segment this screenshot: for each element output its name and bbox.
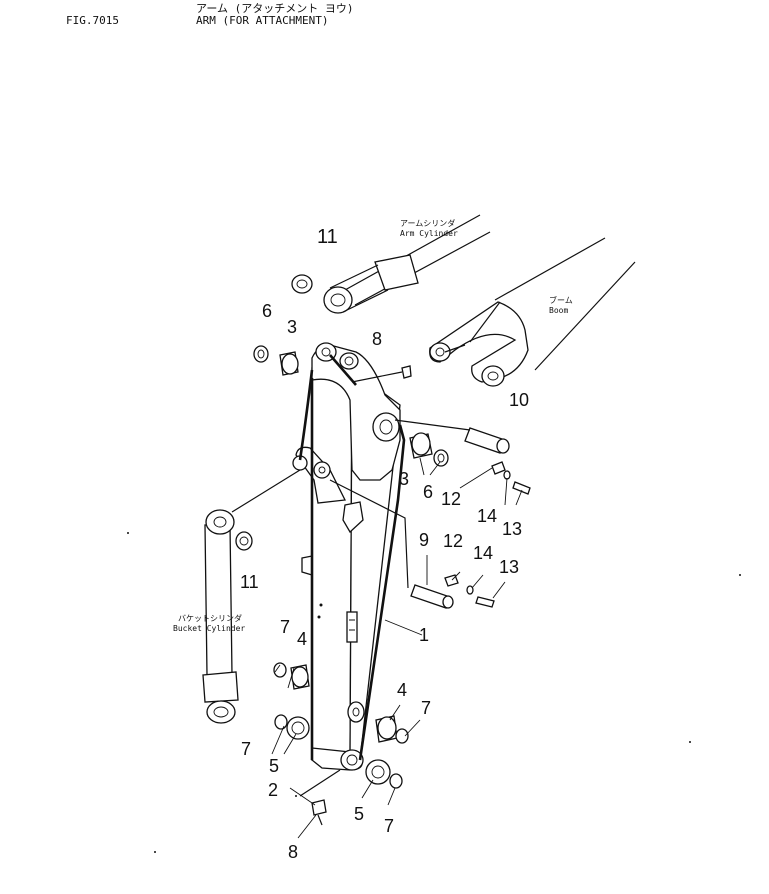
callout-13-upper: 13 [502,519,522,539]
seal-7-left-lower [274,714,288,730]
callout-11-lower: 11 [240,572,259,592]
label-bucket-cylinder-en: Bucket Cylinder [173,624,245,633]
bushing-5-left [286,716,310,740]
grease-fitting-8-top [401,365,412,379]
seal-6-left [253,345,269,363]
callout-4-left: 4 [297,629,307,649]
callout-11-top: 11 [317,226,338,248]
bucket-cylinder [202,469,301,724]
pin-10 [464,427,506,454]
title-japanese: アーム (アタッチメント ヨウ) [196,2,354,15]
callout-13-lower: 13 [499,557,519,577]
bushing-5-right [365,759,391,785]
seal-7-right-lower [389,773,403,789]
callout-7-left-lower: 7 [241,739,251,759]
plate-12-lower [444,574,459,587]
label-arm-cylinder-en: Arm Cylinder [400,229,458,238]
callout-12-upper: 12 [441,489,461,509]
callout-3-left: 3 [287,317,297,337]
boom [429,237,636,387]
label-boom-jp: ブーム [549,295,573,305]
callout-5-left: 5 [269,756,279,776]
callout-1: 1 [419,625,429,645]
callout-7-right-mid: 7 [421,698,431,718]
shim-11-lower [235,531,253,551]
washer-14-upper [503,470,511,480]
callout-2: 2 [268,780,278,800]
seal-7-left-upper [273,662,287,678]
arm-body [292,342,406,771]
callout-12-lower: 12 [443,531,463,551]
figure-number: FIG.7015 [66,14,119,27]
callout-7-right-lower: 7 [384,816,394,836]
callout-6-left: 6 [262,301,272,321]
label-bucket-cylinder-jp: バケットシリンダ [178,613,242,623]
bolt-13-upper [512,481,531,495]
label-boom-en: Boom [549,306,568,315]
callout-6-right: 6 [423,482,433,502]
shim-11-upper [291,274,313,294]
bolt-13-lower [475,596,495,608]
callout-7-left-upper: 7 [280,617,290,637]
callout-8-top: 8 [372,329,382,349]
washer-14-lower [466,585,474,595]
callout-10: 10 [509,390,529,410]
callout-3-right: 3 [399,469,409,489]
grease-fitting-8-bottom [311,799,327,816]
label-arm-cylinder-jp: アームシリンダ [400,218,455,228]
seal-7-right-mid [395,728,409,744]
title-english: ARM (FOR ATTACHMENT) [196,14,329,27]
plate-12-upper [491,461,506,475]
callout-8-bottom: 8 [288,842,298,862]
callout-9: 9 [419,530,429,550]
seal-6-right [433,449,449,467]
callout-4-right: 4 [397,680,407,700]
callout-5-right: 5 [354,804,364,824]
callout-14-lower: 14 [473,543,493,563]
callout-14-upper: 14 [477,506,497,526]
arm-cylinder [323,214,491,314]
